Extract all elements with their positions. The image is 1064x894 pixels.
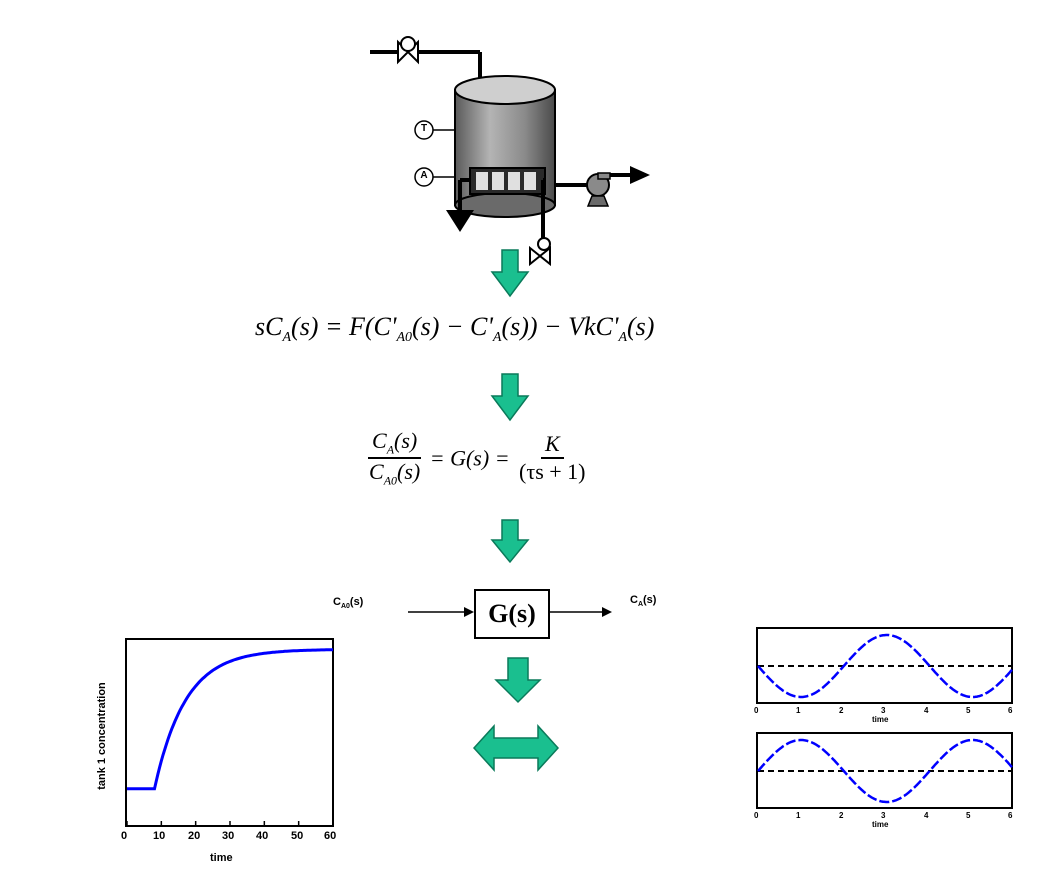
temperature-sensor-icon	[414, 120, 434, 140]
block-label: G(s)	[488, 599, 536, 628]
tf-numerator-sub: A	[386, 442, 395, 457]
temperature-sensor-label: T	[420, 123, 428, 134]
block-output-sub: A	[637, 601, 644, 609]
tf-denominator: C	[369, 459, 384, 485]
x-tick-label: 6	[1008, 706, 1013, 715]
tf-numerator-tail: (s)	[394, 428, 418, 453]
inlet-valve-icon	[397, 36, 419, 65]
x-tick-label: 0	[754, 706, 759, 715]
x-tick-label: 4	[924, 706, 929, 715]
x-tick-label: 10	[153, 830, 166, 842]
x-tick-label: 1	[796, 811, 801, 820]
double-arrow-icon	[472, 724, 560, 772]
block-input-label: CA0(s)	[333, 596, 363, 610]
transfer-function-equation: CA(s) CA0(s) = G(s) = K (τs + 1)	[365, 428, 590, 489]
x-tick-label: 40	[256, 830, 269, 842]
x-tick-label: 2	[839, 811, 844, 820]
sine-bottom-xticks: 0 1 2 3 4 5 6	[752, 811, 1022, 821]
tf-middle: = G(s) =	[429, 445, 510, 471]
x-tick-label: 0	[121, 830, 128, 842]
x-tick-label: 30	[222, 830, 235, 842]
tank-vessel-icon	[454, 75, 556, 218]
analyzer-sensor-icon	[414, 167, 434, 187]
down-arrow-icon	[494, 657, 542, 704]
down-arrow-icon	[490, 249, 530, 298]
tf-denominator-tail: (s)	[397, 459, 421, 485]
x-tick-label: 0	[754, 811, 759, 820]
x-tick-label: 60	[324, 830, 337, 842]
x-tick-label: 3	[881, 706, 886, 715]
block-output-text: C	[630, 594, 638, 606]
ode-subscript: A	[282, 330, 292, 346]
transfer-function-block: G(s)	[474, 589, 550, 639]
ode-equation: sCA(s) = F(C'A0(s) − C'A(s)) − VkC'A(s)	[255, 312, 654, 346]
x-tick-label: 5	[966, 706, 971, 715]
x-tick-label: 1	[796, 706, 801, 715]
outlet-pipe	[555, 166, 650, 187]
block-output-label: CA(s)	[630, 594, 656, 608]
ode-term: sC	[255, 312, 283, 341]
sine-top-xlabel: time	[872, 715, 889, 724]
pump-icon	[586, 172, 611, 207]
x-tick-label: 4	[924, 811, 929, 820]
ode-subscript: A	[618, 330, 627, 346]
coolant-inlet-pipe	[541, 178, 545, 240]
step-plot-ylabel: tank 1 concentration	[96, 682, 108, 790]
tf-left-fraction: CA(s) CA0(s)	[365, 428, 424, 489]
coolant-valve-icon	[529, 237, 551, 267]
ode-term: (s) = F(C'	[291, 312, 397, 341]
input-signal-arrow	[408, 607, 474, 617]
step-plot-frame	[125, 638, 334, 827]
x-tick-label: 20	[188, 830, 201, 842]
ode-term: (s)	[627, 312, 655, 341]
step-plot-ylabel-wrap: tank 1 concentration	[92, 640, 112, 840]
sine-response-curve	[757, 633, 1013, 699]
x-tick-label: 5	[966, 811, 971, 820]
ode-subscript: A	[492, 330, 502, 346]
block-output-tail: (s)	[643, 594, 657, 606]
x-tick-label: 6	[1008, 811, 1013, 820]
tf-right-fraction: K (τs + 1)	[515, 431, 589, 485]
step-response-curve	[127, 648, 334, 791]
block-input-sub: A0	[340, 603, 350, 611]
ode-term: (s)) − VkC'	[501, 312, 619, 341]
x-tick-label: 2	[839, 706, 844, 715]
ode-term: (s) − C'	[412, 312, 493, 341]
sine-bottom-xlabel: time	[872, 820, 889, 829]
tank-schematic	[370, 36, 650, 267]
down-arrow-icon	[490, 373, 530, 422]
x-tick-label: 50	[291, 830, 304, 842]
sine-response-plot-bottom	[756, 732, 1013, 809]
step-plot-xticks: 0 10 20 30 40 50 60	[118, 830, 348, 844]
tf-numerator: C	[372, 428, 387, 453]
output-signal-arrow	[548, 607, 612, 617]
tf-time-constant: (τs + 1)	[519, 459, 586, 485]
step-plot-xlabel: time	[210, 852, 233, 864]
down-arrow-icon	[490, 519, 530, 564]
tf-denominator-sub: A0	[383, 473, 398, 488]
block-input-tail: (s)	[349, 596, 364, 608]
sine-top-xticks: 0 1 2 3 4 5 6	[752, 706, 1022, 716]
x-tick-label: 3	[881, 811, 886, 820]
analyzer-sensor-label: A	[420, 170, 428, 181]
sine-response-curve	[757, 738, 1013, 804]
block-input-text: C	[333, 596, 341, 608]
step-response-plot	[125, 638, 334, 827]
ode-subscript: A0	[396, 330, 413, 346]
sine-response-plot-top	[756, 627, 1013, 704]
coolant-outlet-pipe	[446, 178, 474, 232]
tf-gain: K	[540, 431, 564, 460]
